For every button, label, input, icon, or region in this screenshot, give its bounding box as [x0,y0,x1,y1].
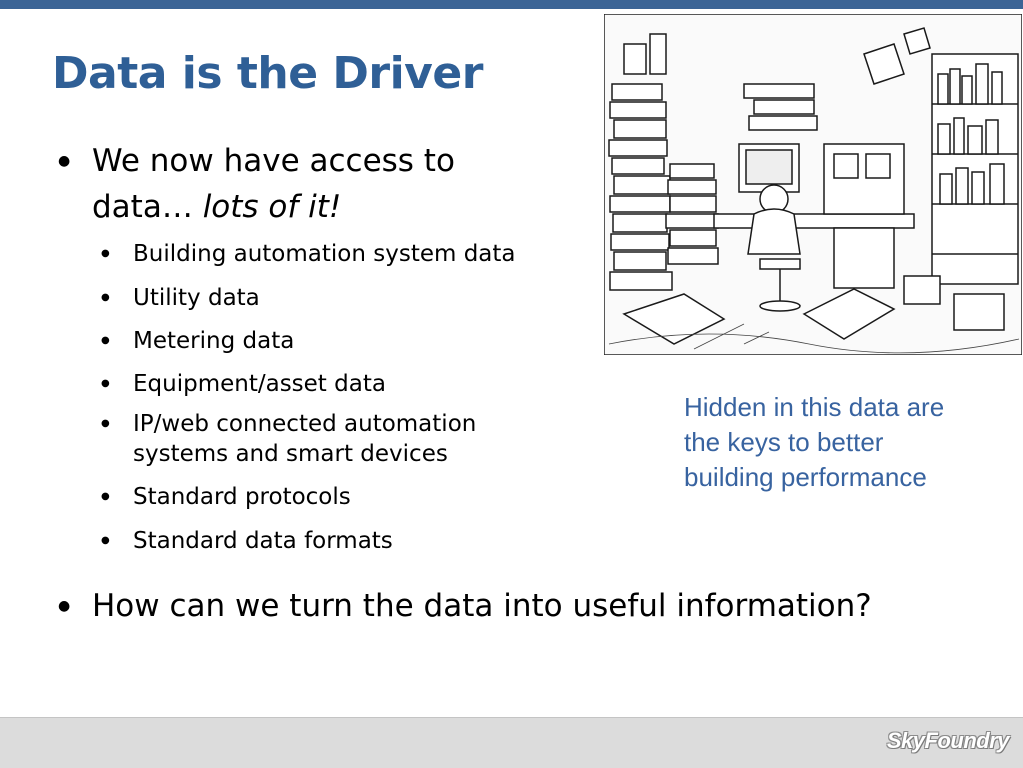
sub-bullet: ● Standard data formats [101,526,573,556]
illustration-caption: Hidden in this data are the keys to bett… [684,392,945,492]
sub-bullet-text: Utility data [133,285,260,311]
skyfoundry-logo: SkyFoundry [886,728,1010,753]
sub-bullet-text: Metering data [133,328,295,354]
main-bullet-access: ● We now have access to data… lots of it… [58,138,532,230]
main-bullet-emphasis: lots of it! [202,189,342,225]
sub-bullet: ● IP/web connected automation systems an… [101,409,533,469]
sub-bullet-text: IP/web connected automation systems and … [133,411,477,467]
sub-bullet: ● Metering data [101,326,573,356]
bullet-dot-icon: ● [101,535,110,546]
question-text: How can we turn the data into useful inf… [92,588,872,624]
top-accent-bar [0,0,1023,9]
bullet-dot-icon: ● [58,153,71,169]
footer-bar: SkyFoundry [0,717,1023,768]
sub-bullet: ● Standard protocols [101,482,573,512]
main-bullet-text: We now have access to data… [92,143,455,225]
sub-bullet-text: Standard protocols [133,484,351,510]
sub-bullet: ● Equipment/asset data [101,369,573,399]
sub-bullet-text: Building automation system data [133,241,516,267]
bullet-dot-icon: ● [101,335,110,346]
bullet-dot-icon: ● [101,418,110,429]
bullet-dot-icon: ● [101,491,110,502]
bullet-dot-icon: ● [101,248,110,259]
sub-bullet: ● Building automation system data [101,239,573,269]
bullet-dot-icon: ● [58,598,71,614]
sub-bullet-text: Equipment/asset data [133,371,386,397]
data-overload-illustration [604,14,1022,355]
bullet-dot-icon: ● [101,292,110,303]
bullet-dot-icon: ● [101,378,110,389]
sub-bullet-text: Standard data formats [133,528,393,554]
main-bullet-question: ● How can we turn the data into useful i… [58,583,992,629]
sub-bullet: ● Utility data [101,283,573,313]
slide-title: Data is the Driver [52,48,483,99]
